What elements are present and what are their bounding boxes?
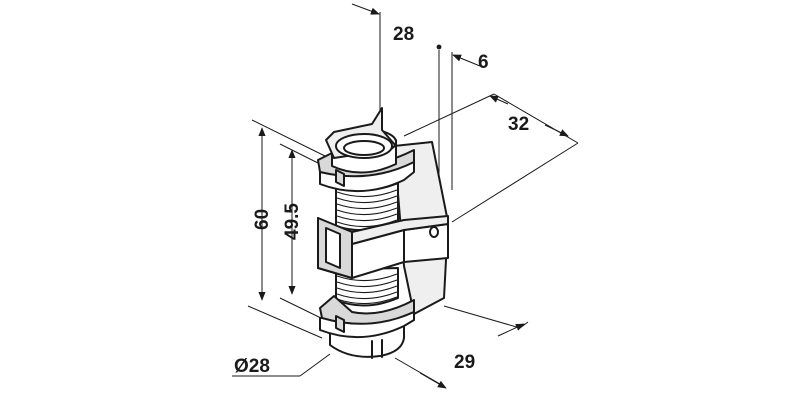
hinge-body (317, 107, 449, 359)
dim-pin-offset-label: 6 (478, 52, 489, 73)
lower-thread (336, 273, 398, 305)
dimension-lines (232, 3, 579, 389)
dim-inner-height-label: 49.5 (282, 203, 303, 240)
dim-top-width-label: 28 (393, 24, 414, 45)
dim-depth-label: 32 (508, 114, 529, 135)
dim-diameter-label: Ø28 (234, 356, 270, 377)
dim-bottom-width-label: 29 (454, 352, 475, 373)
dim-overall-height-label: 60 (252, 209, 273, 230)
